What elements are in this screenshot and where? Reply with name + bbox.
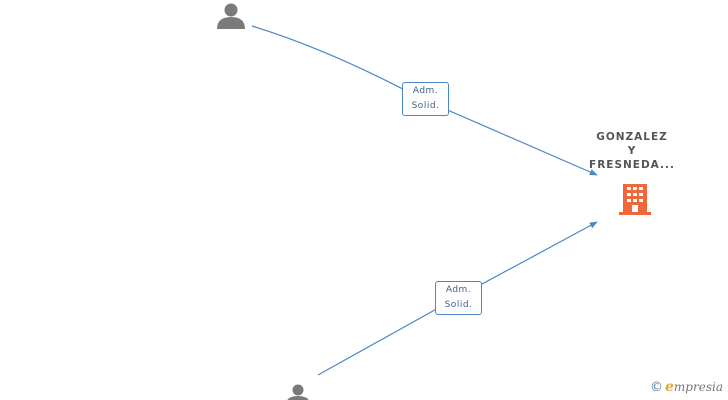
brand-watermark: ©empresia bbox=[650, 379, 723, 395]
company-name[interactable]: GONZALEZ Y FRESNEDA... bbox=[567, 130, 697, 172]
relation-label-line1: Adm. bbox=[412, 86, 439, 96]
relation-label-line2: Solid. bbox=[411, 101, 440, 111]
company-name-line1: GONZALEZ bbox=[596, 131, 668, 143]
brand-name: mpresia bbox=[673, 380, 723, 394]
person-icon[interactable] bbox=[285, 383, 311, 400]
company-name-line3: FRESNEDA... bbox=[589, 159, 675, 171]
copyright-symbol: © bbox=[650, 380, 663, 395]
relation-label-line1: Adm. bbox=[445, 285, 472, 295]
relation-label-top[interactable]: Adm. Solid. bbox=[402, 82, 449, 116]
brand-logo-e: e bbox=[665, 379, 674, 395]
relation-label-bottom[interactable]: Adm. Solid. bbox=[435, 281, 482, 315]
relation-label-line2: Solid. bbox=[444, 300, 473, 310]
person-icon[interactable] bbox=[216, 2, 246, 30]
building-icon[interactable] bbox=[619, 182, 651, 216]
company-name-line2: Y bbox=[627, 145, 637, 157]
